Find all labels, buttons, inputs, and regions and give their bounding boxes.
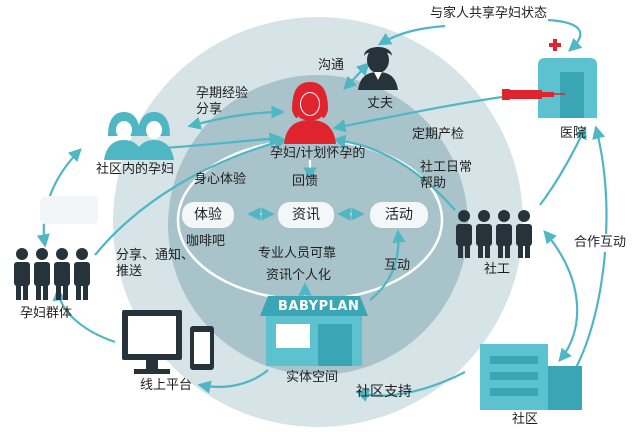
label-body-mind: 身心体验: [194, 172, 247, 187]
label-community: 社区: [512, 412, 539, 427]
arrow-hospital-to-socialworker: [539, 125, 587, 206]
arrow-exp-share: [187, 105, 285, 130]
pill-info: 资讯: [278, 202, 334, 228]
arrow-store-to-online: [197, 369, 269, 394]
crowd-icon: [14, 248, 90, 300]
pill-activity: 活动: [370, 202, 428, 228]
syringe-icon: [502, 89, 565, 100]
arrow-socialworker-to-pregnant: [332, 134, 456, 211]
label-cooperation: 合作互动: [572, 234, 629, 252]
label-husband: 丈夫: [367, 96, 394, 111]
label-share-family: 与家人共享孕妇状态: [430, 6, 548, 21]
label-interact: 互动: [384, 258, 411, 273]
empty-box: [40, 196, 98, 224]
arrow-hospital-to-community: [563, 125, 608, 388]
hospital-icon: [538, 39, 597, 118]
arrow-community-to-store: [355, 371, 466, 402]
label-professional: 专业人员可靠: [258, 246, 337, 261]
pill-experience: 体验: [182, 202, 234, 228]
arrow-husband-to-family: [377, 24, 446, 46]
phone-icon: [190, 326, 214, 370]
arrow-family-to-hospital: [547, 18, 583, 52]
label-cafe: 咖啡吧: [186, 234, 226, 249]
label-social-worker: 社工: [484, 262, 511, 277]
label-social-daily: 社工日常帮助: [420, 160, 473, 191]
label-online: 线上平台: [140, 378, 193, 393]
woman-icon: [284, 82, 336, 144]
label-communicate: 沟通: [318, 58, 345, 73]
monitor-icon: [122, 310, 182, 374]
label-experience-share: 孕期经验分享: [196, 86, 249, 117]
label-physical: 实体空间: [286, 370, 339, 385]
label-pregnant-main: 孕妇/计划怀孕的: [270, 146, 366, 161]
man-icon: [358, 47, 398, 90]
women-pair-icon: [104, 112, 174, 160]
building-icon: [480, 344, 582, 410]
label-info-personal: 资讯个人化: [266, 268, 332, 283]
arrow-socialworker-to-community: [543, 229, 579, 363]
arrow-interact-up: [369, 229, 406, 301]
label-community-pregnant: 社区内的孕妇: [96, 162, 175, 177]
label-community-support: 社区支持: [356, 384, 412, 400]
label-share-notify: 分享、通知、推送: [116, 248, 195, 279]
label-hospital: 医院: [560, 126, 587, 141]
social-worker-icon: [456, 210, 532, 258]
arrow-pregnant-husband: [343, 62, 370, 90]
store-icon: [260, 296, 368, 366]
label-checkup: 定期产检: [412, 127, 465, 142]
label-feedback: 回馈: [292, 174, 319, 189]
sign-babyplan: BABYPLAN: [278, 299, 360, 314]
arrow-group-to-pregnant: [94, 136, 288, 256]
label-pregnant-group: 孕妇群体: [20, 306, 73, 321]
